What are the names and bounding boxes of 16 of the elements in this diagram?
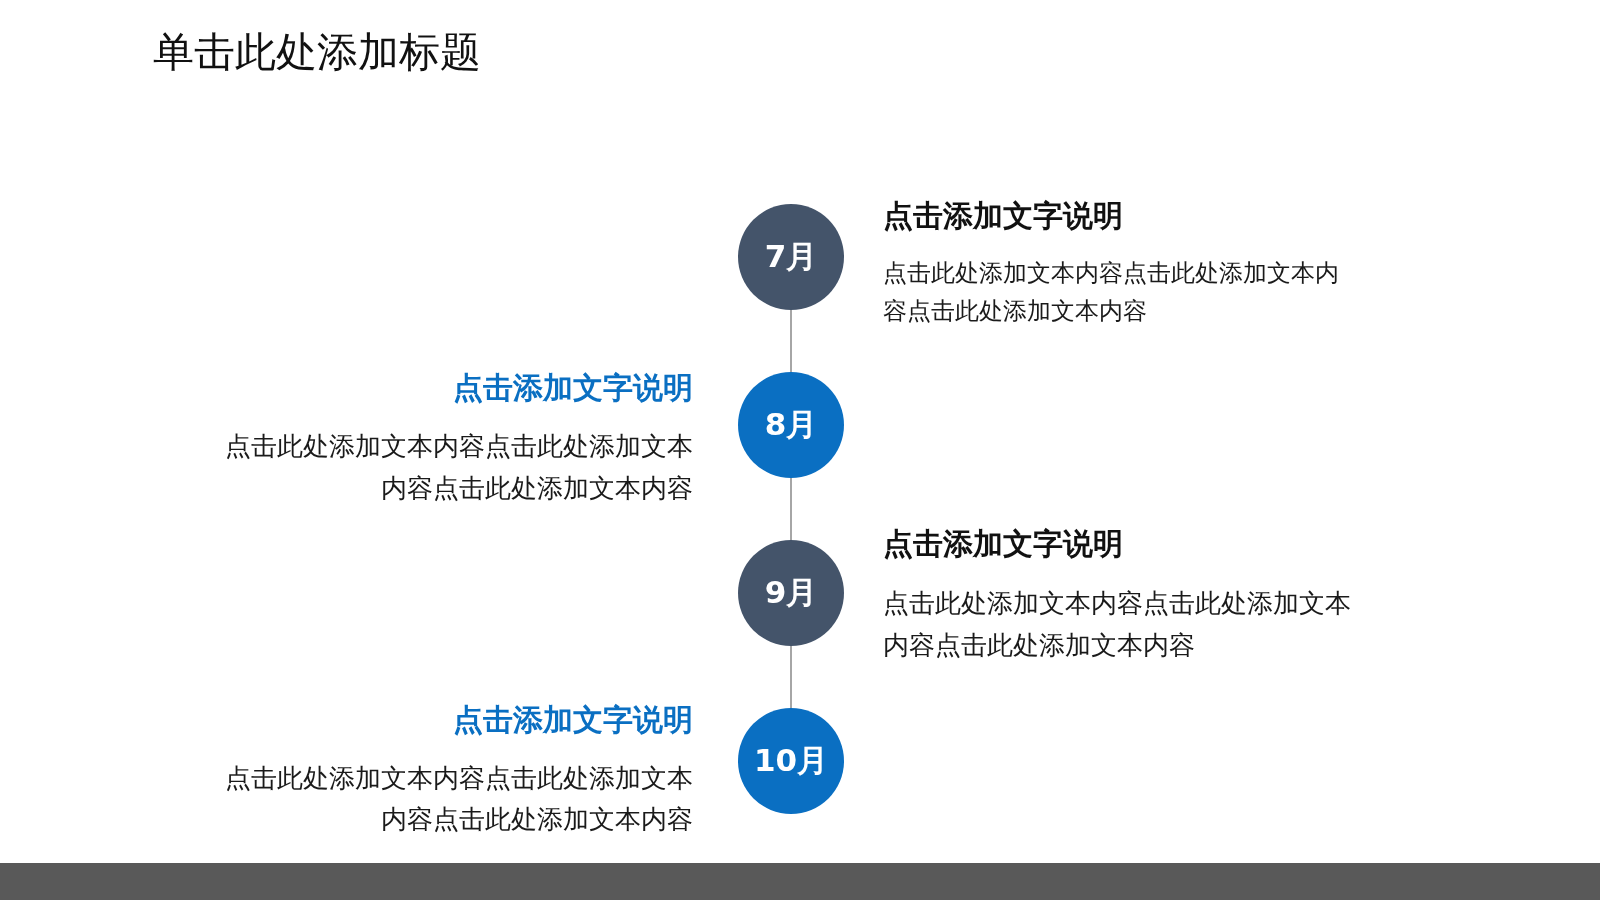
connector-line xyxy=(790,309,792,373)
slide-title: 单击此处添加标题 xyxy=(153,28,481,76)
timeline-heading: 点击添加文字说明 xyxy=(453,369,693,407)
timeline-heading: 点击添加文字说明 xyxy=(883,525,1123,563)
connector-line xyxy=(790,645,792,709)
month-circle: 8月 xyxy=(738,372,844,478)
month-circle: 7月 xyxy=(738,204,844,310)
description-text: 点击此处添加文本内容点击此处添加文本内容点击此处添加文本内容 xyxy=(883,258,1340,327)
month-circle: 10月 xyxy=(738,708,844,814)
month-circle: 9月 xyxy=(738,540,844,646)
timeline-heading: 点击添加文字说明 xyxy=(883,197,1123,235)
description-text: 点击此处添加文本内容点击此处添加文本内容点击此处添加文本内容 xyxy=(224,430,693,505)
timeline-heading: 点击添加文字说明 xyxy=(453,701,693,739)
description-text: 点击此处添加文本内容点击此处添加文本内容点击此处添加文本内容 xyxy=(883,587,1352,662)
description-text: 点击此处添加文本内容点击此处添加文本内容点击此处添加文本内容 xyxy=(224,762,693,836)
connector-line xyxy=(790,477,792,541)
